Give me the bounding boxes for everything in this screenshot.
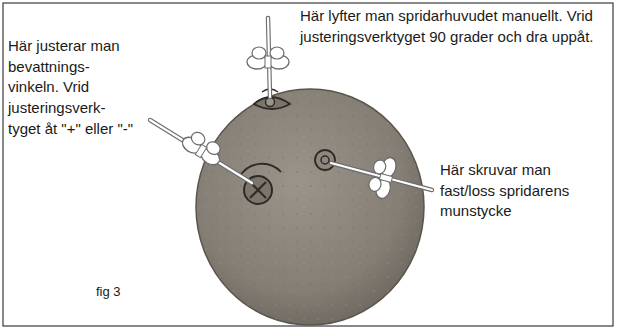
callout-text: Här justerar man bevattnings- vinkeln. V… xyxy=(8,36,138,139)
angle-dial xyxy=(240,164,281,204)
callout-text: Här lyfter man spridarhuvudet manuellt. … xyxy=(300,6,605,47)
figure-number: fig 3 xyxy=(96,283,176,301)
callout-text: Här skruvar man fast/loss spridarens mun… xyxy=(440,160,608,222)
body-texture xyxy=(196,89,424,325)
frame xyxy=(3,3,613,326)
sprinkler-body xyxy=(196,89,424,325)
adjustment-tools xyxy=(150,18,432,200)
nozzle-screw xyxy=(315,150,335,170)
